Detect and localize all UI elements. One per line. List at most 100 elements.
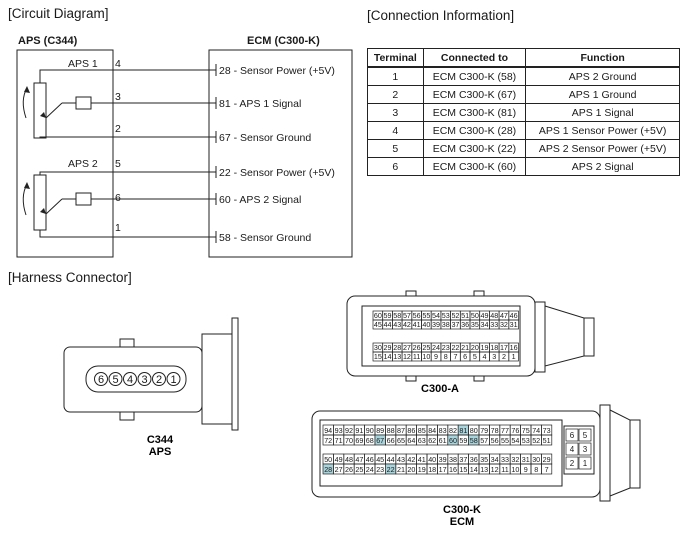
c300a-pin-label: 39 — [432, 320, 440, 329]
c300a-pin-label: 24 — [432, 343, 440, 352]
table-header: Function — [525, 48, 680, 68]
c300a-pin-label: 54 — [432, 311, 440, 320]
pin-label: 1 — [115, 222, 121, 234]
c300a-pin-label: 11 — [413, 352, 420, 361]
c300k-pin-label: 14 — [470, 465, 478, 474]
c300a-pin-label: 18 — [490, 343, 498, 352]
ecm-line-label: 81 - APS 1 Signal — [219, 98, 301, 110]
c300k-pin-label: 89 — [376, 426, 384, 435]
table-cell: ECM C300-K (28) — [422, 121, 527, 140]
c300k-side-pin-label: 4 — [570, 445, 575, 454]
table-cell: ECM C300-K (22) — [422, 139, 527, 158]
table-cell: APS 2 Sensor Power (+5V) — [525, 139, 680, 158]
c300k-pin-label: 48 — [345, 455, 353, 464]
section-title-circuit: [Circuit Diagram] — [8, 6, 109, 21]
c300k-pin-label: 77 — [501, 426, 509, 435]
c300a-pin-label: 37 — [451, 320, 459, 329]
c344-sub-label: APS — [149, 446, 172, 458]
pin-label: 2 — [115, 123, 121, 135]
c300k-pin-label: 90 — [366, 426, 374, 435]
c300k-pin-label: 25 — [355, 465, 363, 474]
c300k-side-pin — [565, 456, 579, 470]
c300k-sub-label: ECM — [450, 516, 474, 528]
c300k-pin-label: 71 — [335, 436, 343, 445]
c300a-pin-label: 30 — [374, 343, 382, 352]
pin-label: 5 — [115, 158, 121, 170]
ecm-line-label: 58 - Sensor Ground — [219, 232, 311, 244]
pin-label: 3 — [115, 91, 121, 103]
c300k-pin-label: 81 — [459, 426, 467, 435]
section-title-harness: [Harness Connector] — [8, 270, 132, 285]
table-cell: ECM C300-K (67) — [422, 85, 527, 104]
c300k-pin-label: 42 — [407, 455, 415, 464]
table-header-row: Terminal Connected to Function — [367, 48, 680, 68]
c300a-pin-label: 34 — [481, 320, 489, 329]
c300a-pin-label: 49 — [481, 311, 489, 320]
aps-title: APS (C344) — [18, 35, 78, 47]
aps1-resistor — [33, 82, 47, 139]
table-cell: 4 — [367, 121, 424, 140]
c300a-pin-label: 27 — [403, 343, 411, 352]
pin-label: 6 — [115, 192, 121, 204]
c344-pin-label: 4 — [127, 374, 133, 386]
c300k-pin-label: 47 — [355, 455, 363, 464]
c300k-pin-label: 26 — [345, 465, 353, 474]
aps-box — [16, 49, 114, 258]
c300k-pin-label: 68 — [366, 436, 374, 445]
table-cell: ECM C300-K (60) — [422, 157, 527, 176]
c300k-pin-label: 31 — [522, 455, 530, 464]
c300k-pin-label: 43 — [397, 455, 405, 464]
table-cell: 5 — [367, 139, 424, 158]
table-cell: APS 2 Ground — [525, 66, 680, 86]
c300k-pin-label: 74 — [532, 426, 540, 435]
c300k-pin-label: 57 — [480, 436, 488, 445]
c300k-pin-label: 67 — [376, 436, 384, 445]
c300a-pin-label: 10 — [422, 352, 430, 361]
c300k-side-pin — [565, 428, 579, 442]
c300a-pin-label: 53 — [442, 311, 450, 320]
table-header: Connected to — [422, 48, 527, 68]
aps2-sensor-element — [75, 192, 92, 206]
ecm-title: ECM (C300-K) — [247, 35, 320, 47]
c300k-pin — [541, 434, 553, 446]
aps2-label: APS 2 — [68, 158, 98, 170]
c344-pin — [123, 372, 137, 386]
c300a-pin-label: 44 — [384, 320, 392, 329]
c300k-pin-label: 24 — [366, 465, 374, 474]
c300k-pin-label: 94 — [324, 426, 332, 435]
c300k-pin-label: 69 — [355, 436, 363, 445]
c300k-pin-label: 80 — [470, 426, 478, 435]
c300k-pin-label: 33 — [501, 455, 509, 464]
c300a-pin-label: 51 — [461, 311, 469, 320]
c300k-pin-label: 11 — [501, 465, 508, 474]
table-cell: APS 1 Sensor Power (+5V) — [525, 121, 680, 140]
c300a-pin-label: 21 — [461, 343, 469, 352]
c300k-pin-label: 39 — [439, 455, 447, 464]
c300a-pin-label: 46 — [510, 311, 518, 320]
c300a-pin-label: 52 — [451, 311, 459, 320]
c300a-pin-label: 15 — [374, 352, 382, 361]
c300a-pin-label: 59 — [384, 311, 392, 320]
table-row: 3 ECM C300-K (81) APS 1 Signal — [367, 103, 680, 122]
c300a-pin-label: 20 — [471, 343, 479, 352]
c344-pin — [166, 372, 181, 386]
circuit-wires — [22, 69, 216, 238]
c300k-pin-label: 55 — [501, 436, 509, 445]
c300k-pin-label: 45 — [376, 455, 384, 464]
c300k-pin-label: 78 — [491, 426, 499, 435]
c300a-pin-label: 28 — [393, 343, 401, 352]
c300k-pin-label: 12 — [491, 465, 499, 474]
c300k-pin-label: 32 — [511, 455, 519, 464]
c344-pin-label: 2 — [156, 374, 162, 386]
c300a-pin-label: 47 — [500, 311, 508, 320]
c300k-pin-label: 92 — [345, 426, 353, 435]
c300a-pin-label: 32 — [500, 320, 508, 329]
c300k-pin-label: 56 — [491, 436, 499, 445]
c300a-pin-label: 1 — [512, 352, 516, 361]
c344-pin-label: 1 — [170, 374, 176, 386]
c344-pin-label: 5 — [112, 374, 118, 386]
